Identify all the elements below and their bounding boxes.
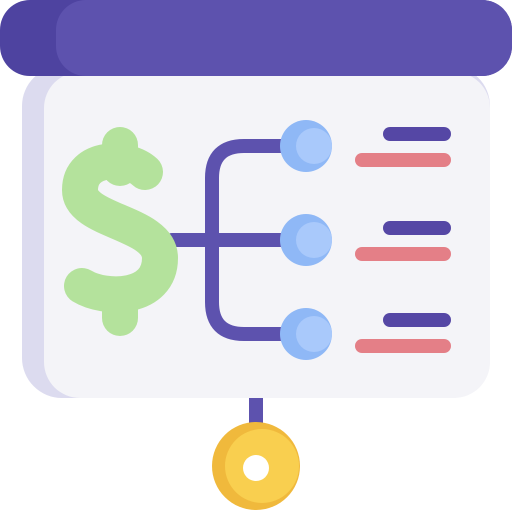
roller-bar	[56, 0, 512, 76]
node-middle	[280, 214, 332, 266]
text-lines	[355, 127, 451, 353]
pull-ring-icon	[212, 422, 300, 510]
dollar-sign-icon	[62, 127, 178, 336]
node-bottom	[280, 308, 332, 360]
connector-tree	[165, 139, 307, 341]
node-top	[280, 120, 332, 172]
